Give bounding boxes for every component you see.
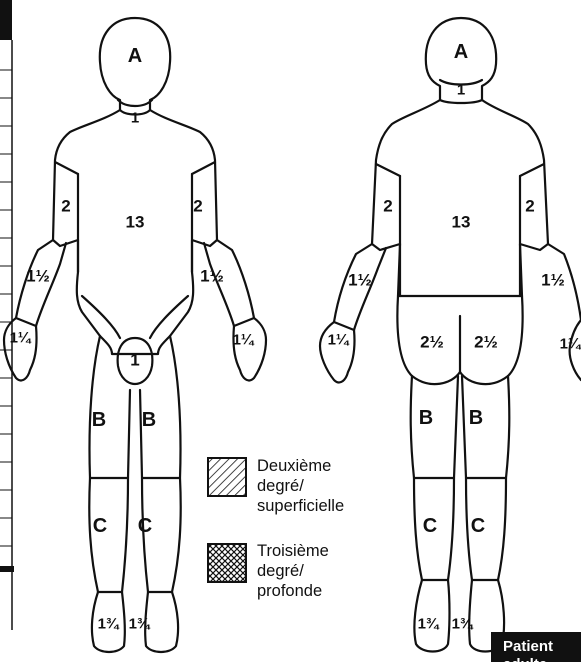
legend-third-degree-line3: profonde <box>257 581 329 601</box>
back-buttock-left-label: 2½ <box>420 334 444 351</box>
back-upper-arm-left-label: 2 <box>383 198 392 215</box>
back-forearm-right-label: 1½ <box>541 272 565 289</box>
legend-second-degree: Deuxième degré/ superficielle <box>257 456 344 516</box>
front-thigh-left-label: B <box>92 410 106 430</box>
front-hand-right-label: 1¼ <box>233 333 254 348</box>
front-head-label: A <box>128 46 142 66</box>
back-upper-arm-right-label: 2 <box>525 198 534 215</box>
front-hand-left-label: 1¼ <box>10 331 31 346</box>
front-forearm-right-label: 1½ <box>200 268 224 285</box>
front-right-thigh <box>140 336 181 478</box>
legend-third-degree-swatch <box>208 544 246 582</box>
front-genitals-label: 1 <box>130 352 139 369</box>
patient-badge: Patient adulte <box>491 632 581 662</box>
front-thigh-right-label: B <box>142 410 156 430</box>
front-upper-arm-left-label: 2 <box>61 198 70 215</box>
legend-third-degree-line1: Troisième <box>257 541 329 561</box>
legend-third-degree: Troisième degré/ profonde <box>257 541 329 601</box>
front-forearm-left-label: 1½ <box>26 268 50 285</box>
back-body-outline <box>320 18 581 652</box>
front-right-foot <box>145 592 178 652</box>
back-foot-left-label: 1¾ <box>418 617 439 632</box>
front-upper-arm-right-label: 2 <box>193 198 202 215</box>
patient-badge-line1: Patient <box>503 638 581 656</box>
front-leg-left-label: C <box>93 516 107 536</box>
patient-badge-line2: adulte <box>503 656 581 662</box>
front-torso-label: 13 <box>126 214 145 231</box>
back-foot-right-label: 1¾ <box>452 617 473 632</box>
legend-third-degree-line2: degré/ <box>257 561 329 581</box>
front-left-hand <box>4 318 37 380</box>
legend-second-degree-line3: superficielle <box>257 496 344 516</box>
front-foot-left-label: 1¾ <box>98 617 119 632</box>
back-buttock-right-label: 2½ <box>474 334 498 351</box>
back-leg-left-label: C <box>423 516 437 536</box>
front-chin-line <box>118 100 152 106</box>
front-neck-label: 1 <box>131 111 139 126</box>
back-hand-right-label: 1¼ <box>560 337 581 352</box>
front-left-shoulder-line <box>55 162 78 174</box>
front-right-shoulder-line <box>192 162 215 174</box>
back-forearm-left-label: 1½ <box>348 272 372 289</box>
back-hand-left-label: 1¼ <box>328 333 349 348</box>
front-leg-right-label: C <box>138 516 152 536</box>
back-leg-right-label: C <box>471 516 485 536</box>
back-torso <box>372 100 548 296</box>
back-neck-label: 1 <box>457 83 465 98</box>
legend-second-degree-swatch <box>208 458 246 496</box>
legend-second-degree-line1: Deuxième <box>257 456 344 476</box>
front-foot-right-label: 1¾ <box>129 617 150 632</box>
back-thigh-right-label: B <box>469 408 483 428</box>
legend-second-degree-line2: degré/ <box>257 476 344 496</box>
front-right-hand <box>233 318 266 380</box>
back-right-shoulder-line <box>520 164 544 176</box>
back-head-label: A <box>454 42 468 62</box>
back-left-shoulder-line <box>376 164 400 176</box>
back-torso-label: 13 <box>452 214 471 231</box>
back-thigh-left-label: B <box>419 408 433 428</box>
front-left-thigh <box>89 336 130 478</box>
